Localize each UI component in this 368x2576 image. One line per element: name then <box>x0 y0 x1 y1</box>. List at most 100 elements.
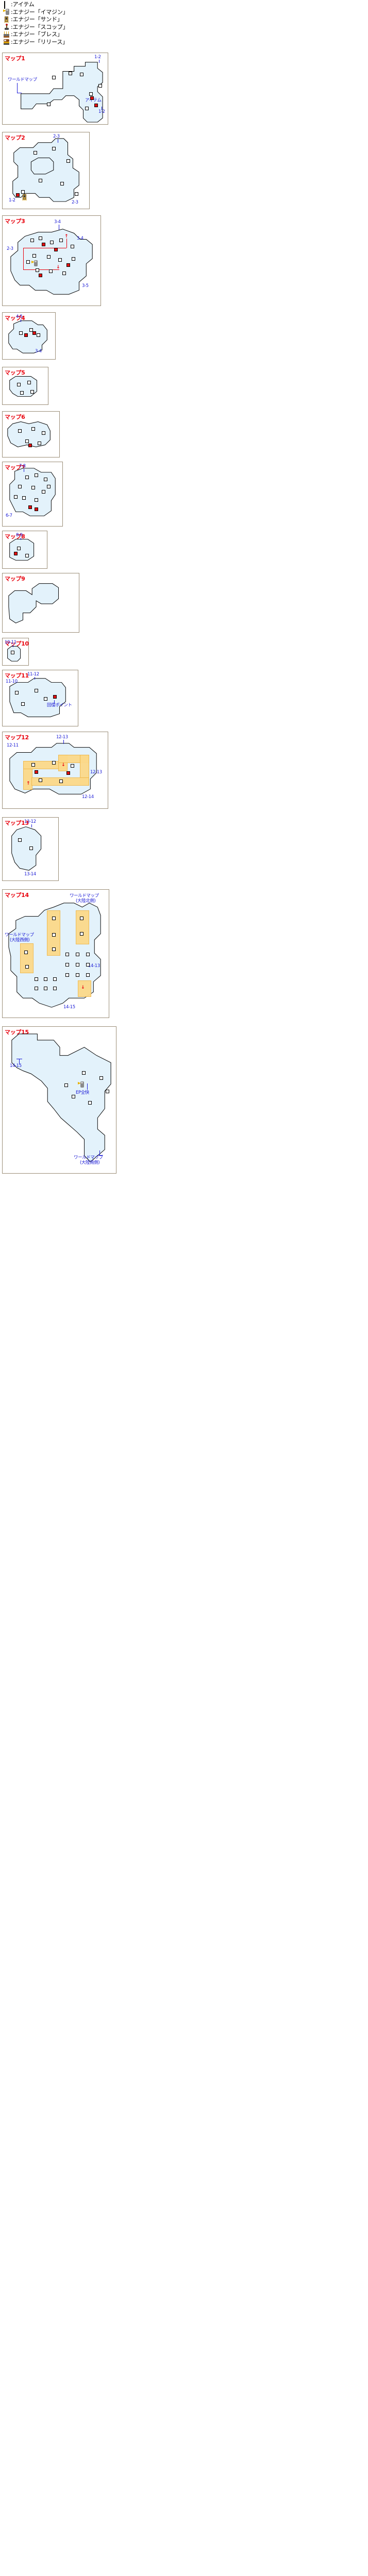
map15-tick-14-15 <box>19 1059 20 1064</box>
item-marker <box>66 771 70 775</box>
map-title: マップ9 <box>5 575 25 582</box>
treasure-square <box>75 192 78 196</box>
legend-label: :アイテム <box>11 1 35 8</box>
map1-caption-1-2b: 1-2 <box>98 109 105 114</box>
treasure-square <box>18 485 22 488</box>
item-marker <box>14 552 18 555</box>
treasure-square <box>39 778 42 782</box>
treasure-square <box>44 987 47 990</box>
treasure-square <box>35 498 38 502</box>
map15-tick-worldmap-south-cross <box>97 1155 103 1156</box>
item-marker <box>54 248 58 251</box>
map-panel-map14: マップ14 ワールドマップ (大陸北側) ワールドマップ (大陸西側) 14-1… <box>2 889 109 1018</box>
map-panel-map7: マップ7 7-8 6-7 <box>2 462 63 527</box>
treasure-square <box>50 241 54 244</box>
treasure-square <box>39 179 42 182</box>
map14-caption-worldmap-north: ワールドマップ <box>70 893 99 899</box>
map12-caption-12-13b: 12-13 <box>90 770 102 775</box>
item-marker <box>39 274 42 277</box>
treasure-square <box>31 486 35 489</box>
item-marker <box>28 505 32 509</box>
map-title: マップ6 <box>5 414 25 420</box>
treasure-square <box>53 987 57 990</box>
treasure-square <box>22 496 26 500</box>
treasure-square <box>89 92 93 96</box>
treasure-square <box>52 76 56 79</box>
map-panel-map12: マップ12 12-13 12-11 12-13 12-14 ↑ ↓ <box>2 732 108 809</box>
highlight-zone <box>76 910 89 944</box>
treasure-square <box>17 383 21 386</box>
map-title: マップ14 <box>5 892 29 899</box>
map14-caption-14-13: 14-13 <box>88 963 100 969</box>
treasure-square <box>19 331 23 335</box>
treasure-square <box>71 245 74 248</box>
map12-caption-12-13: 12-13 <box>56 735 68 740</box>
energy-imagin-icon <box>78 1081 85 1088</box>
map-terrain <box>3 367 48 404</box>
legend-label: :エナジー「イマジン」 <box>11 8 69 15</box>
treasure-square <box>58 258 62 262</box>
map-panel-map1: マップ1 ワールドマップ 1-2 アイテム 1-2 <box>2 53 108 125</box>
energy-scoop-icon <box>3 24 10 30</box>
map-terrain <box>3 216 101 306</box>
map-terrain <box>3 818 58 880</box>
map-panel-map10: マップ10 10-11 <box>2 638 29 666</box>
treasure-square <box>44 697 47 701</box>
map-title: マップ2 <box>5 134 25 141</box>
map14-caption-worldmap-west-sub: (大陸西側) <box>10 938 30 943</box>
item-marker <box>53 695 57 699</box>
treasure-square <box>82 1071 86 1075</box>
map-title: マップ5 <box>5 369 25 376</box>
map13-caption-13-12: 13-12 <box>24 819 36 824</box>
treasure-square <box>39 236 42 240</box>
route-arrow: ↓ <box>56 265 60 270</box>
map-terrain <box>3 313 55 359</box>
route-line <box>23 269 59 270</box>
legend: :アイテム :エナジー「イマジン」 :エナジー「サンド」 :エナジー「スコップ」… <box>3 1 69 46</box>
map-terrain <box>3 670 78 726</box>
treasure-square <box>52 933 56 937</box>
treasure-square <box>59 779 63 783</box>
item-square-icon <box>3 1 10 9</box>
map-terrain <box>3 412 59 457</box>
legend-row-item: :アイテム <box>3 1 69 9</box>
treasure-square <box>27 381 31 384</box>
highlight-zone <box>20 943 34 973</box>
item-marker <box>66 263 70 267</box>
item-marker <box>24 333 28 337</box>
map-terrain <box>3 132 89 209</box>
treasure-square <box>69 72 72 75</box>
treasure-square <box>31 427 35 431</box>
map-title: マップ1 <box>5 55 25 62</box>
legend-row-release: :エナジー「リリース」 <box>3 39 69 46</box>
highlight-zone <box>78 980 91 997</box>
treasure-square <box>38 442 41 445</box>
item-marker <box>94 104 98 107</box>
map2-caption-2-3b: 2-3 <box>72 200 78 205</box>
map1-tick-worldmap <box>17 83 18 93</box>
map11-caption-heal: 回復ポイント <box>47 703 72 708</box>
map-title: マップ13 <box>5 820 29 826</box>
item-marker <box>90 96 94 100</box>
treasure-square <box>20 391 24 395</box>
treasure-square <box>21 190 25 194</box>
map4-caption-4-5: 4-5 <box>16 314 23 319</box>
treasure-square <box>47 103 51 106</box>
treasure-square <box>25 965 29 969</box>
treasure-square <box>26 260 30 264</box>
treasure-square <box>42 490 45 494</box>
item-marker <box>35 507 38 511</box>
map11-tick-heal <box>54 700 55 704</box>
treasure-square <box>47 255 51 259</box>
legend-row-sand: :エナジー「サンド」 <box>3 16 69 24</box>
map-panel-map9: マップ9 <box>2 573 79 633</box>
map-panel-map5: マップ5 <box>2 367 48 405</box>
treasure-square <box>42 431 45 435</box>
treasure-square <box>66 159 70 163</box>
treasure-square <box>35 987 38 990</box>
treasure-square <box>52 947 56 951</box>
treasure-square <box>37 333 40 337</box>
map3-caption-3-4: 3-4 <box>54 219 61 225</box>
treasure-square <box>17 547 21 550</box>
treasure-square <box>85 107 89 110</box>
